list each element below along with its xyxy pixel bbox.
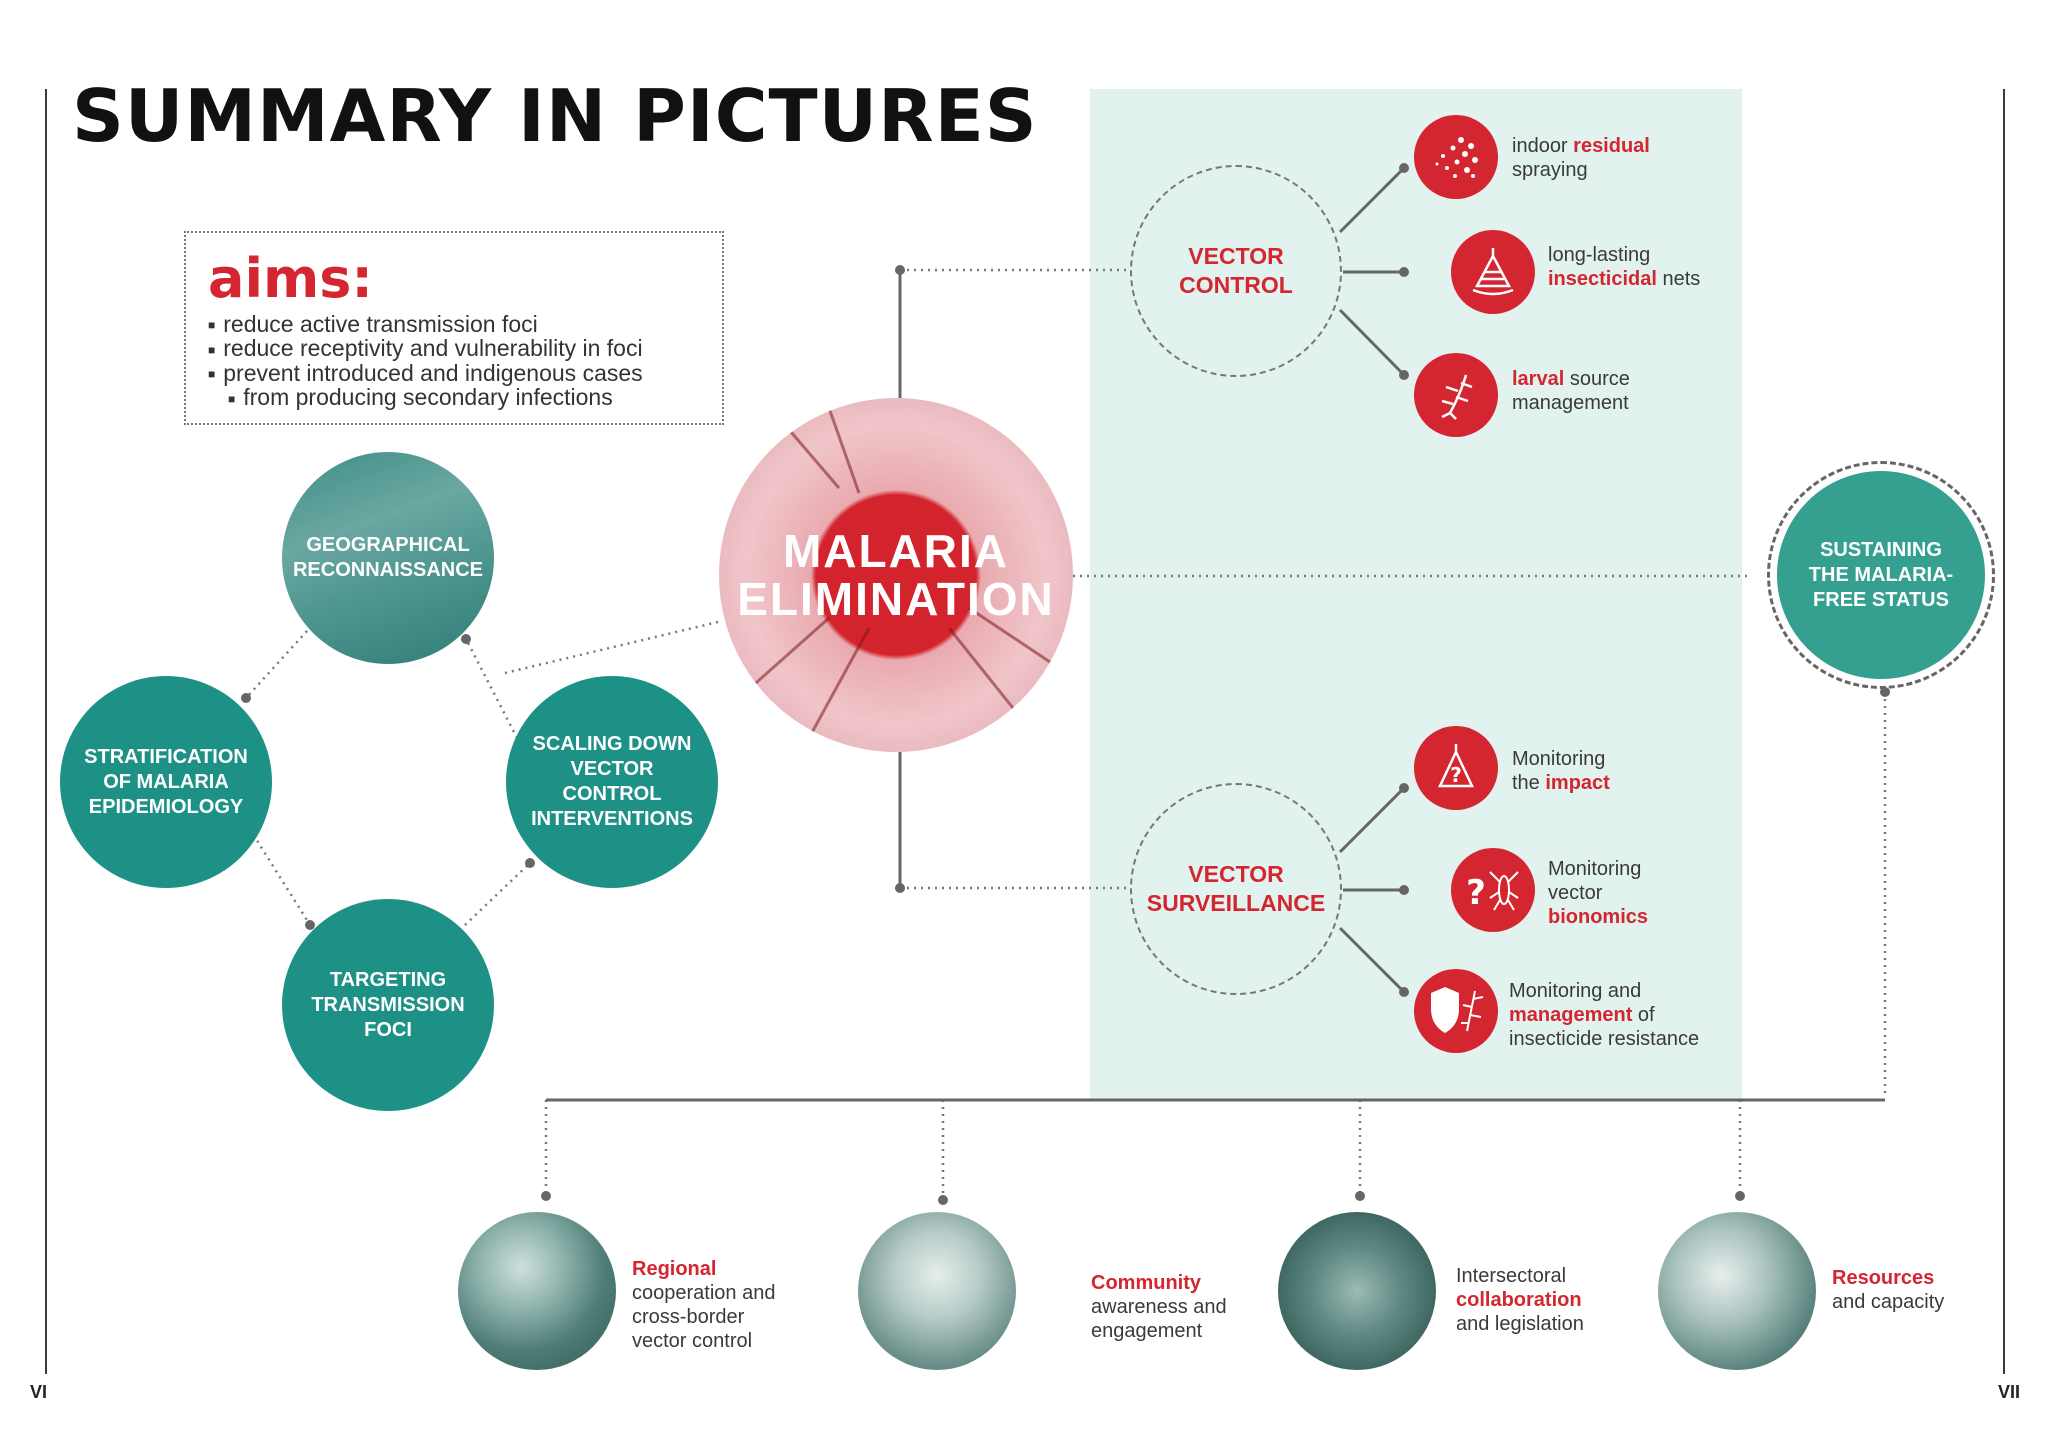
- mosquito-illustration: [738, 407, 1060, 739]
- page-title: SUMMARY IN PICTURES: [72, 74, 1038, 158]
- intersectoral-collaboration-text: Intersectoral collaboration and legislat…: [1456, 1265, 1584, 1335]
- aims-list: reduce active transmission foci reduce r…: [208, 312, 643, 411]
- aim-item: prevent introduced and indigenous cases: [208, 361, 642, 386]
- right-page-border: [2003, 89, 2005, 1374]
- shield-mosquito-icon: [1414, 969, 1498, 1053]
- mosquito-question-icon: ?: [1451, 848, 1535, 932]
- aims-box: aims: reduce active transmission foci re…: [184, 231, 724, 425]
- community-photo: [858, 1212, 1016, 1370]
- regional-landscape-photo: [458, 1212, 616, 1370]
- aim-item-continued: from producing secondary infections: [208, 386, 643, 410]
- llin-text: long-lasting insecticidal nets: [1548, 244, 1701, 290]
- svg-text:?: ?: [1466, 873, 1486, 913]
- regional-cooperation-text: Regional cooperation and cross-border ve…: [632, 1258, 776, 1352]
- aims-title: aims:: [208, 247, 373, 310]
- larva-icon: [1414, 353, 1498, 437]
- resistance-management-text: Monitoring and management of insecticide…: [1509, 980, 1700, 1050]
- community-engagement-text: Community awareness and engagement: [1091, 1272, 1227, 1342]
- resources-photo: [1658, 1212, 1816, 1370]
- monitoring-impact-text: Monitoring the impact: [1512, 748, 1610, 794]
- net-question-icon: ?: [1414, 726, 1498, 810]
- aim-item: reduce active transmission foci: [208, 312, 643, 337]
- spray-icon: [1414, 115, 1498, 199]
- monitoring-bionomics-text: Monitoring vector bionomics: [1548, 858, 1649, 928]
- irs-text: indoor residual spraying: [1512, 135, 1650, 181]
- page-number-right: VII: [1998, 1382, 2021, 1402]
- lsm-text: larval source management: [1512, 368, 1630, 414]
- aim-item: reduce receptivity and vulnerability in …: [208, 337, 643, 361]
- svg-text:?: ?: [1450, 763, 1462, 787]
- page-number-left: VI: [30, 1382, 48, 1402]
- left-page-border: [45, 89, 47, 1374]
- net-icon: [1451, 230, 1535, 314]
- resources-capacity-text: Resources and capacity: [1832, 1267, 1945, 1313]
- hands-collaboration-photo: [1278, 1212, 1436, 1370]
